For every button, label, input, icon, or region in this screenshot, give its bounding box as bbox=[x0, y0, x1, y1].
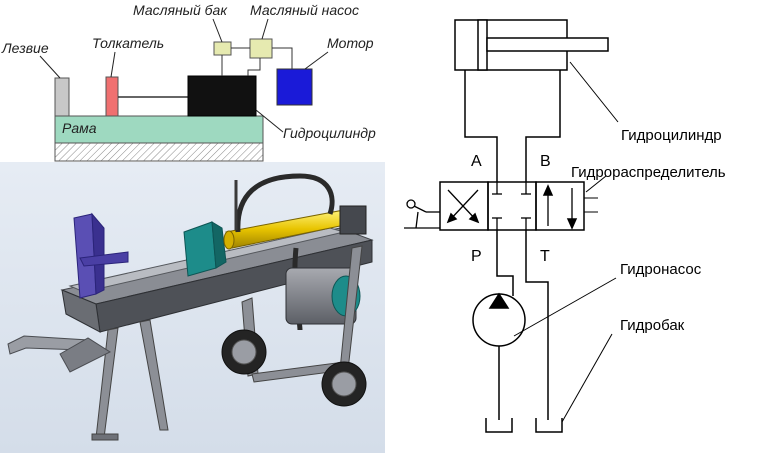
pump-to-motor-line bbox=[272, 47, 293, 69]
cylinder-block bbox=[187, 75, 257, 117]
motor-block bbox=[276, 68, 313, 106]
yellow-cylinder-end bbox=[223, 230, 235, 250]
valve-actuator-bar bbox=[413, 205, 427, 213]
schem-cylinder-label: Гидроцилиндр bbox=[621, 127, 722, 144]
oil-tank-label: Масляный бак bbox=[133, 2, 228, 18]
schem-tank-left bbox=[485, 418, 513, 433]
oil-pump-label: Масляный насос bbox=[250, 2, 359, 18]
schem-line-p bbox=[496, 230, 514, 296]
schem-pump-triangle bbox=[488, 292, 510, 309]
cylinder-mount bbox=[339, 205, 367, 235]
motor-label: Мотор bbox=[327, 35, 374, 51]
port-t-label: T bbox=[540, 248, 550, 265]
blade-label: Лезвие bbox=[1, 40, 49, 56]
schem-tank-right bbox=[535, 418, 563, 433]
front-leg-right bbox=[139, 319, 169, 431]
port-a-label: A bbox=[471, 153, 482, 170]
blade-leader bbox=[39, 55, 61, 79]
port-p-label: P bbox=[471, 248, 482, 265]
schem-distributor-leader bbox=[585, 175, 607, 193]
valve-actuator-pivot bbox=[415, 211, 419, 229]
valve-straight-down-arrow bbox=[566, 218, 578, 230]
pusher-leader bbox=[110, 51, 116, 78]
oil-tank-block bbox=[213, 41, 232, 56]
wedge-blade-tip bbox=[91, 212, 105, 295]
schem-distributor-label: Гидрораспределитель bbox=[571, 164, 726, 181]
pusher-plate bbox=[183, 221, 217, 277]
frame-label: Рама bbox=[62, 120, 97, 136]
schem-tank-label: Гидробак bbox=[620, 317, 685, 334]
frame-block bbox=[54, 115, 264, 144]
valve-cross-arrow-2 bbox=[446, 212, 458, 224]
hydraulic-schematic bbox=[404, 19, 619, 433]
cylinder-leader bbox=[255, 109, 284, 133]
front-foot bbox=[91, 433, 119, 441]
cylinder-label: Гидроцилиндр bbox=[283, 125, 376, 141]
valve-cross-arrow-1 bbox=[468, 212, 480, 224]
block-diagram: Рама Лезвие Толкатель Гидроцилиндр Масля… bbox=[1, 2, 376, 162]
pump-to-cylinder-line bbox=[247, 58, 261, 76]
pusher-plate-side bbox=[211, 221, 227, 269]
schem-cylinder-leader bbox=[569, 61, 619, 123]
schem-pump-label: Гидронасос bbox=[620, 261, 702, 278]
hose-upper bbox=[235, 173, 335, 233]
oil-tank-leader bbox=[212, 18, 223, 43]
pusher-block bbox=[105, 76, 119, 117]
wheel-left-hub bbox=[231, 339, 257, 365]
schem-line-a bbox=[464, 70, 498, 182]
schematic-labels: Гидроцилиндр Гидрораспределитель Гидрона… bbox=[471, 127, 726, 334]
schem-rod bbox=[486, 37, 609, 52]
log-splitter-render bbox=[0, 162, 385, 453]
motor-leader bbox=[304, 51, 329, 70]
valve-center-square bbox=[487, 181, 537, 231]
wedge-arm bbox=[79, 251, 129, 267]
schem-line-t bbox=[525, 230, 549, 420]
oil-pump-block bbox=[249, 38, 273, 59]
pusher-label: Толкатель bbox=[92, 35, 164, 51]
schem-piston bbox=[477, 19, 488, 71]
blade-block bbox=[54, 77, 70, 117]
tow-handle-bar bbox=[59, 337, 112, 373]
schem-line-b bbox=[525, 70, 561, 182]
schem-tank-leader bbox=[561, 333, 613, 423]
port-b-label: B bbox=[540, 153, 551, 170]
wheel-right-hub bbox=[331, 371, 357, 397]
valve-right-square bbox=[535, 181, 585, 231]
schem-pump-leader bbox=[513, 277, 617, 337]
oil-pump-leader bbox=[261, 18, 269, 40]
valve-actuator-knob bbox=[406, 199, 416, 209]
base-strip bbox=[54, 142, 264, 162]
main-beam-front bbox=[61, 289, 101, 333]
valve-straight-up-arrow bbox=[542, 184, 554, 196]
